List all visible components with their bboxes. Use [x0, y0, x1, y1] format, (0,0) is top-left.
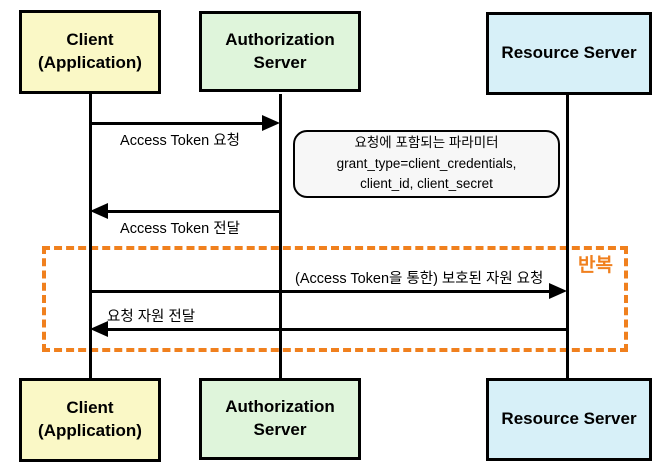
actor-resource-server-label: Resource Server — [501, 43, 637, 63]
actor-auth-server-top: Authorization Server — [199, 11, 361, 92]
auth-server-lifeline — [279, 94, 282, 378]
arrowhead-left-icon — [90, 321, 108, 337]
actor-resource-server-label: Resource Server — [501, 409, 637, 429]
arrowhead-right-icon — [262, 115, 280, 131]
message-label-access-token-delivery: Access Token 전달 — [120, 221, 240, 237]
message-line-protected-resource-request — [91, 290, 549, 293]
client-lifeline — [89, 94, 92, 378]
note-line-2: grant_type=client_credentials, — [336, 155, 517, 171]
note-line-1: 요청에 포함되는 파라미터 — [354, 134, 499, 150]
resource-server-lifeline — [566, 94, 569, 378]
actor-client-label-line1: Client — [66, 398, 114, 418]
repeat-label: 반복 — [578, 255, 613, 276]
actor-auth-server-label: Authorization Server — [225, 29, 335, 72]
arrowhead-left-icon — [90, 203, 108, 219]
message-line-resource-delivery — [104, 328, 567, 331]
arrowhead-right-icon — [549, 283, 567, 299]
actor-client-top: Client (Application) — [19, 10, 161, 94]
actor-client-label-line2: (Application) — [38, 53, 142, 72]
actor-auth-server-bottom: Authorization Server — [199, 378, 361, 460]
actor-resource-server-bottom: Resource Server — [486, 378, 652, 461]
actor-auth-server-label: Authorization Server — [225, 397, 335, 439]
message-label-access-token-request: Access Token 요청 — [120, 133, 240, 149]
message-label-resource-delivery: 요청 자원 전달 — [107, 309, 196, 325]
message-line-access-token-delivery — [104, 210, 280, 213]
message-label-protected-resource-request: (Access Token을 통한) 보호된 자원 요청 — [295, 271, 544, 287]
note-line-3: client_id, client_secret — [360, 176, 493, 192]
actor-client-label-line1: Client — [66, 30, 114, 50]
message-line-access-token-request — [91, 122, 264, 125]
actor-resource-server-top: Resource Server — [486, 12, 652, 95]
note-request-parameters: 요청에 포함되는 파라미터 grant_type=client_credenti… — [293, 130, 560, 198]
actor-client-label-line2: (Application) — [38, 421, 142, 440]
actor-client-bottom: Client (Application) — [19, 378, 161, 462]
repeat-loop-region — [42, 246, 628, 352]
